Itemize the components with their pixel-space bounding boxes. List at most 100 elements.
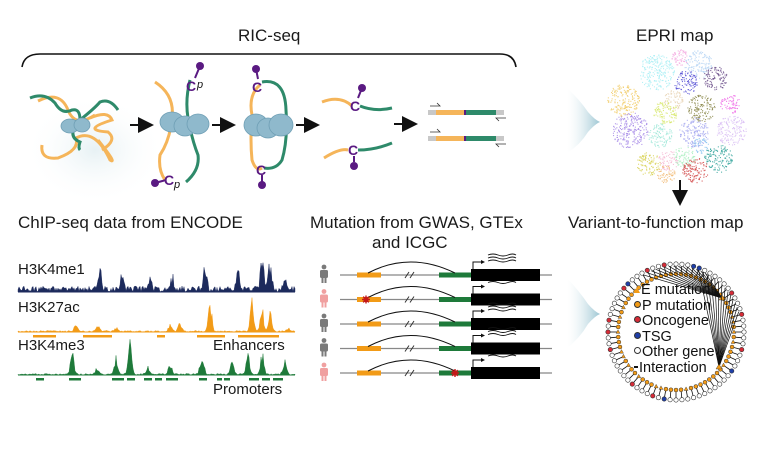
legend-item-other-gene: Other gene [634,344,715,361]
epri-cluster-map [607,49,747,184]
ring-node-pair [611,300,626,310]
mutation-title-line1: Mutation from GWAS, GTEx [310,213,523,232]
p-mutation-node [726,354,731,359]
e-mutation-node [730,339,736,344]
gene-node [685,262,691,268]
track-label-h3k27ac: H3K27ac [18,299,80,316]
ring-node-pair [650,383,659,399]
p-mutation-node [616,319,622,325]
epri-cluster [684,50,713,79]
p-mutation-node [623,358,629,364]
p-mutation-node [663,386,669,392]
p-mutation-node [632,370,638,376]
ring-node-pair [723,358,738,369]
p-mutation-node [629,292,634,297]
gene-node [673,261,679,267]
gene-node [655,263,661,269]
red-dot-icon [634,316,641,323]
transcript-line [487,305,517,309]
p-mutation-node [615,334,621,340]
ring-node-pair [688,385,697,401]
promoter-bar [217,378,222,381]
transcript-line [487,302,517,306]
gene-node [611,300,617,306]
transcript-line [487,253,517,257]
ricseq-title: RIC-seq [238,26,301,45]
p-mutation-node [640,377,645,382]
gene-node [717,381,723,387]
promoter-block [439,321,471,327]
gene-node [606,317,612,323]
p-mutation-node [698,382,703,387]
mutation-row [320,302,552,332]
ring-node-pair [629,373,642,387]
mutation-star-icon [451,369,459,377]
p-mutation-node [629,367,634,372]
gene-node [644,391,650,397]
gene-node [732,363,738,369]
library-read-2 [428,128,506,148]
epri-cluster [704,145,733,173]
gene-node [740,317,746,323]
transcript-line [487,308,517,312]
ring-node-pair [726,354,741,364]
ricseq-brace [21,53,517,68]
p-mutation-node [731,334,737,340]
epri-cluster [664,90,684,111]
gene-node [607,347,613,353]
e-mutation-node [658,385,664,390]
ring-node-pair [714,370,727,383]
legend-item-interaction: Interaction [634,360,715,377]
enhancers-label: Enhancers [213,337,285,354]
svg-text:p: p [173,179,180,191]
mutation-row [320,253,552,283]
gene-node [661,396,667,402]
gene-node [729,368,735,374]
p-mutation-node [707,377,712,382]
gene-node [721,281,727,287]
ring-node-pair [611,353,626,364]
mutation-title-line2: and ICGC [372,233,448,252]
epri-cluster [657,165,676,184]
gene-body [471,269,540,281]
enhancer-bar [238,335,279,338]
epri-cluster [720,95,740,114]
enhancer-block [357,346,381,351]
gene-node [617,368,623,374]
p-mutation-node [619,309,624,315]
enhancer-block [357,272,381,278]
legend-item-p-mutation: P mutation [634,298,715,315]
ring-node-pair [644,382,654,397]
gene-node [735,358,741,364]
gene-node [717,277,723,283]
gene-node [729,290,735,296]
gene-node [644,267,650,273]
gene-node [621,373,627,379]
gene-node [625,377,631,383]
gene-node [629,277,635,283]
gene-node [725,285,731,291]
gene-node [650,393,656,399]
enhancer-regions [33,335,279,338]
gene-node [661,262,667,268]
epri-cluster [687,94,716,122]
p-mutation-node [623,300,629,306]
epri-cluster [637,152,661,176]
line-marker-icon [634,366,638,368]
mutation-row [320,354,552,381]
ring-node-pair [698,382,708,397]
transcript-line [487,333,517,336]
gene-node [725,373,731,379]
epri-cluster [679,117,709,148]
svg-text:C: C [348,142,358,158]
gene-node [607,311,613,317]
interaction-fan [698,269,740,370]
gene-body [471,293,540,306]
gene-node [650,265,656,271]
e-mutation-node [626,362,631,367]
ring-node-pair [634,273,645,287]
p-mutation-node [668,387,674,393]
ricseq-step-ligation: C C [243,65,294,189]
gene-node [696,265,702,271]
epri-cluster [612,112,649,148]
